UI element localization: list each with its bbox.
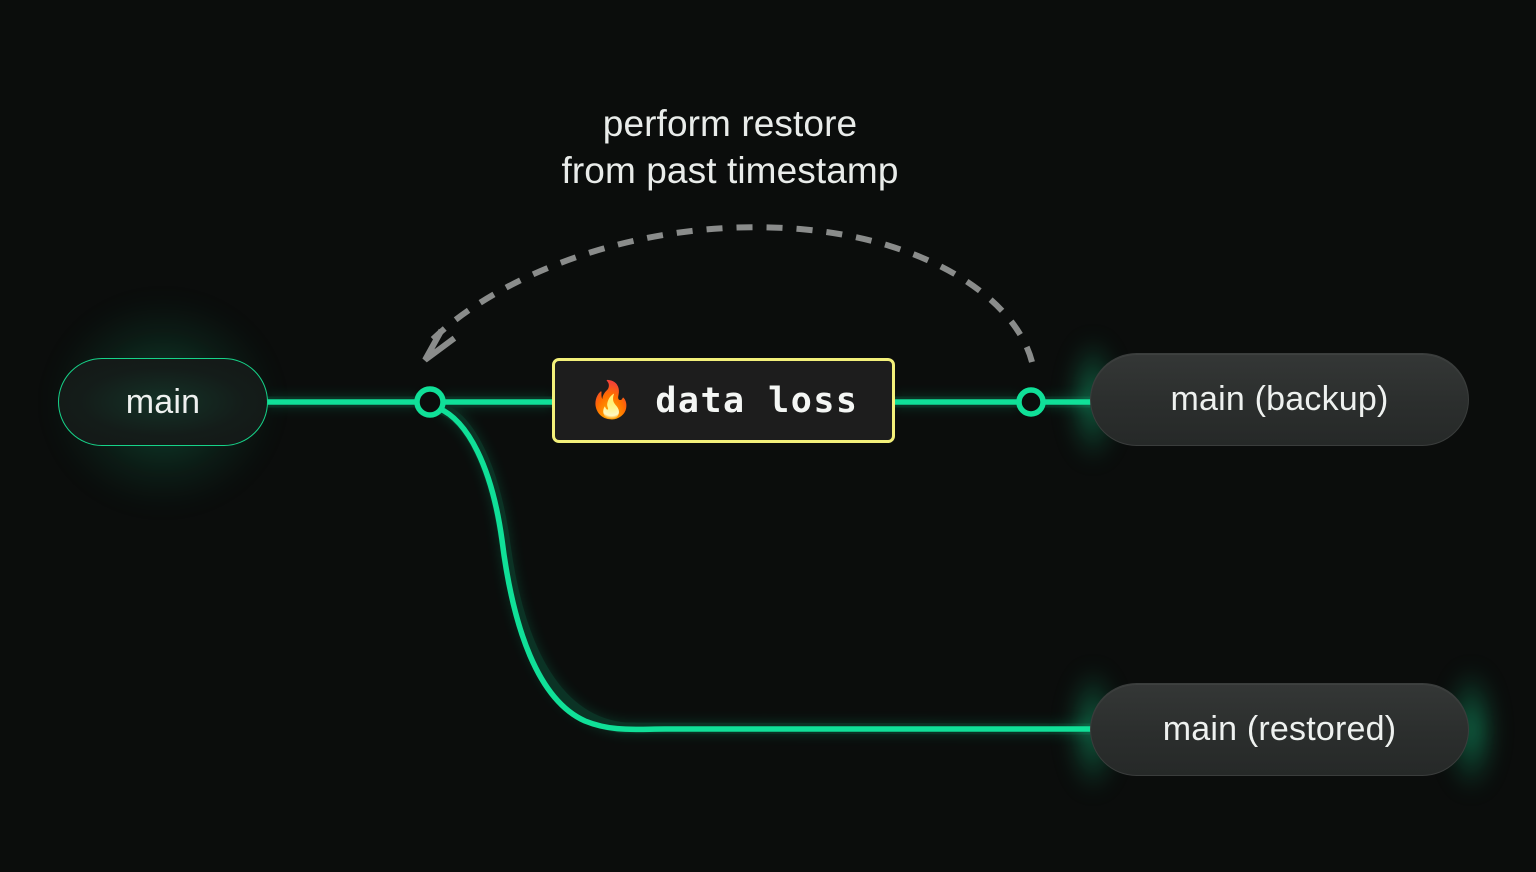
node-main-backup[interactable]: main (backup): [1090, 353, 1469, 446]
commit-dot-backup-point: [1016, 387, 1046, 417]
node-main-restored-label: main (restored): [1162, 710, 1397, 748]
edge-restore-dashed-arc: [429, 224, 1035, 363]
node-main-backup-label: main (backup): [1170, 380, 1389, 418]
edge-branch-to-restored: [435, 405, 1093, 733]
node-main-restored[interactable]: main (restored): [1090, 683, 1469, 776]
node-main[interactable]: main: [58, 358, 268, 446]
node-data-loss[interactable]: 🔥 data loss: [552, 358, 895, 443]
commit-dot-branch-point: [414, 386, 446, 418]
restore-arrowhead-icon: [422, 328, 457, 363]
fire-emoji: 🔥: [588, 379, 634, 421]
restore-annotation-label: perform restore from past timestamp: [561, 103, 899, 191]
node-main-label: main: [125, 382, 201, 421]
node-data-loss-label: data loss: [655, 380, 859, 421]
